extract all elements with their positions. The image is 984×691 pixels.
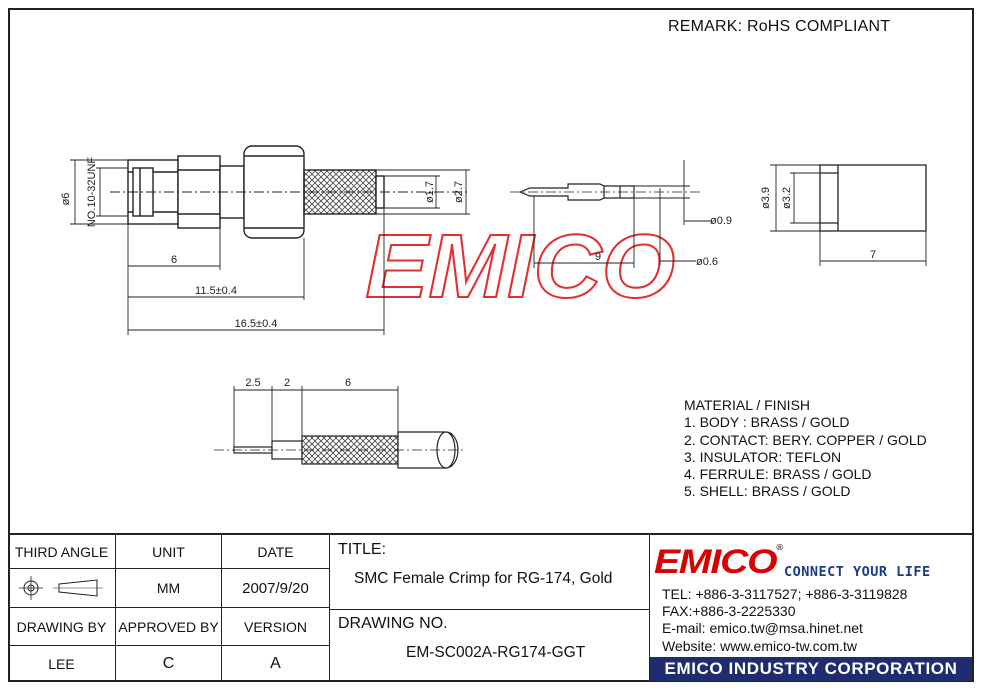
drawing-by-value: LEE	[8, 646, 116, 682]
connector-side-view	[110, 145, 470, 239]
cable-strip-view	[214, 431, 466, 469]
dim-strip-c: 6	[345, 377, 351, 389]
main-dimension-lines	[70, 159, 470, 335]
version-value: A	[222, 646, 330, 682]
company-email: E-mail: emico.tw@msa.hinet.net	[662, 620, 863, 637]
unit-value: MM	[116, 569, 222, 608]
emico-logo: EMICO®	[654, 543, 783, 582]
title-cell	[330, 535, 650, 610]
title-block: THIRD ANGLE UNIT DATE MM 2007/9/20 DRAWI…	[8, 533, 974, 682]
dim-strip-b: 2	[284, 377, 290, 389]
dim-crimp-dia: ø2.7	[453, 181, 465, 203]
dim-d3: 16.5±0.4	[235, 318, 278, 330]
dim-contact-len: 9	[595, 251, 601, 263]
ferrule-view	[819, 164, 927, 232]
dim-pin-dia: ø1.7	[424, 181, 436, 203]
material-heading: MATERIAL / FINISH	[684, 397, 811, 413]
date-label: DATE	[222, 535, 330, 569]
third-angle-projection-icon	[18, 576, 103, 600]
title-block-top-border	[8, 533, 974, 535]
third-angle-label: THIRD ANGLE	[8, 535, 116, 569]
drawing-no-label: DRAWING NO.	[338, 615, 448, 632]
cable-dimension-labels: 2.5 2 6	[245, 377, 351, 389]
dim-ferrule-od: ø3.9	[760, 187, 772, 209]
material-item: 1. BODY : BRASS / GOLD	[684, 414, 850, 431]
material-item: 4. FERRULE: BRASS / GOLD	[684, 466, 872, 483]
ferrule-dimension-labels: ø3.9 ø3.2 7	[760, 187, 876, 261]
drawing-no-cell	[330, 610, 650, 682]
company-fax: FAX:+886-3-2225330	[662, 603, 796, 620]
dim-d1: 6	[171, 254, 177, 266]
company-website: Website: www.emico-tw.com.tw	[662, 637, 858, 654]
dim-contact-d2: ø0.6	[696, 256, 718, 268]
drawing-no-value: EM-SC002A-RG174-GGT	[406, 644, 586, 661]
dim-ferrule-len: 7	[870, 249, 876, 261]
material-finish-list: MATERIAL / FINISH 1. BODY : BRASS / GOLD…	[684, 397, 927, 501]
dim-d2: 11.5±0.4	[195, 285, 237, 297]
version-label: VERSION	[222, 608, 330, 646]
approved-by-value: C	[116, 646, 222, 682]
ferrule-dimension-lines	[770, 164, 927, 266]
dim-body-dia: ø6	[60, 193, 72, 206]
dim-thread: NO.10-32UNF	[86, 157, 98, 228]
main-dimension-labels: ø6 NO.10-32UNF 6 11.5±0.4 16.5±0.4 ø1.7 …	[60, 157, 465, 330]
company-contact: TEL: +886-3-3117527; +886-3-3119828 FAX:…	[662, 586, 907, 655]
dim-ferrule-id: ø3.2	[781, 187, 793, 209]
drawing-by-label: DRAWING BY	[8, 608, 116, 646]
contact-dimension-lines	[533, 160, 712, 268]
dim-contact-d1: ø0.9	[710, 215, 732, 227]
material-item: 3. INSULATOR: TEFLON	[684, 448, 842, 465]
approved-by-label: APPROVED BY	[116, 608, 222, 646]
registered-mark: ®	[776, 543, 783, 552]
emico-watermark: EMICO	[365, 215, 675, 316]
unit-label: UNIT	[116, 535, 222, 569]
material-item: 5. SHELL: BRASS / GOLD	[684, 483, 851, 500]
corporation-bar: EMICO INDUSTRY CORPORATION	[650, 657, 972, 681]
remark-text: REMARK: RoHS COMPLIANT	[668, 18, 891, 35]
company-slogan: CONNECT YOUR LIFE	[784, 564, 931, 580]
contact-dimension-labels: 9 ø0.9 ø0.6	[595, 215, 732, 268]
title-value: SMC Female Crimp for RG-174, Gold	[354, 570, 613, 587]
company-tel: TEL: +886-3-3117527; +886-3-3119828	[662, 586, 908, 602]
material-item: 2. CONTACT: BERY. COPPER / GOLD	[684, 431, 927, 448]
contact-pin-view	[510, 183, 700, 201]
date-value: 2007/9/20	[222, 569, 330, 608]
logo-text: EMICO	[654, 543, 778, 581]
projection-symbol	[8, 569, 116, 608]
dim-strip-a: 2.5	[245, 377, 260, 389]
cable-dimension-lines	[233, 386, 399, 447]
title-label: TITLE:	[338, 541, 387, 558]
